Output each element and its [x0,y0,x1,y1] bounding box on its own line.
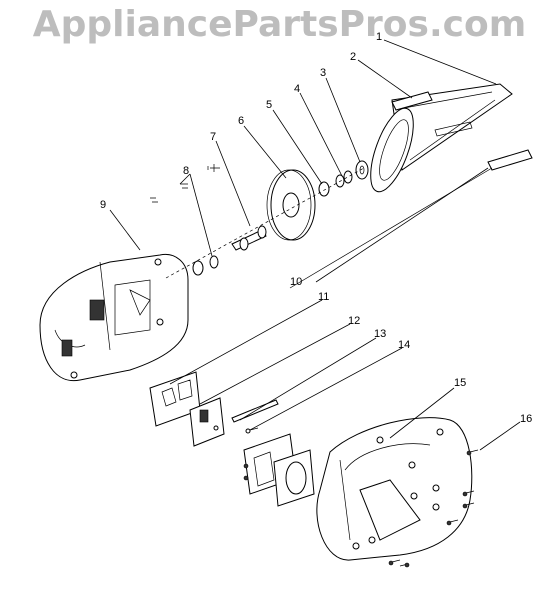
part-4-washer[interactable] [335,170,353,188]
part-2-strip[interactable] [391,91,433,111]
trigger-assembly[interactable] [243,433,315,507]
part-9-housing[interactable] [39,253,189,382]
part-8-hardware[interactable] [150,164,220,276]
callout-2: 2 [350,51,356,63]
callout-14: 14 [398,339,410,351]
part-12-switch[interactable] [189,397,225,447]
callout-4: 4 [294,83,300,95]
part-6-impeller[interactable] [266,169,316,241]
part-16-screws[interactable] [388,449,479,568]
callout-9: 9 [100,199,106,211]
callout-1: 1 [376,31,382,43]
part-15-cover[interactable] [316,417,473,561]
callout-7: 7 [210,131,216,143]
callout-6: 6 [238,115,244,127]
callout-13: 13 [374,328,386,340]
callout-labels: 1 2 3 4 5 6 7 8 9 10 11 12 13 14 15 16 [100,31,532,425]
leader-lines [109,39,521,451]
callout-3: 3 [320,67,326,79]
callout-16: 16 [520,413,532,425]
callout-11: 11 [318,291,329,303]
site-watermark: AppliancePartsPros.com [32,4,527,45]
callout-15: 15 [454,377,466,389]
part-5-washer[interactable] [318,181,330,197]
part-3-nut[interactable] [355,160,369,180]
callout-10: 10 [290,276,302,288]
callout-5: 5 [266,99,272,111]
part-10-strip[interactable] [487,149,533,171]
part-7-shaft[interactable] [231,225,267,251]
callout-12: 12 [348,315,360,327]
part-1-blower-tube[interactable] [362,83,513,197]
callout-8: 8 [183,165,189,177]
